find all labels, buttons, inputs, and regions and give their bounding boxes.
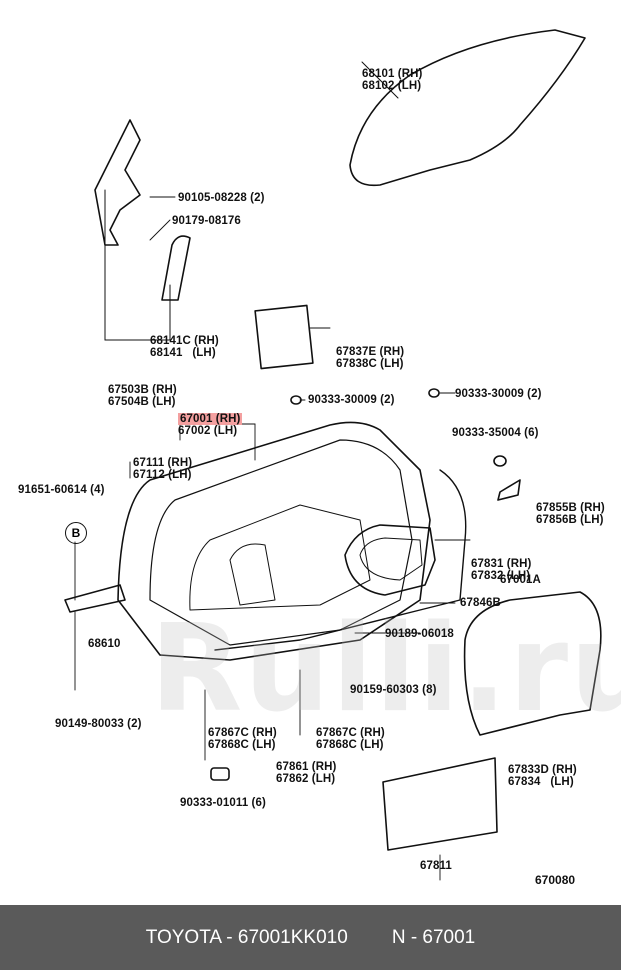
label-90333-d: 90333-01011 (6)	[180, 797, 266, 809]
inner-panel	[344, 524, 436, 596]
plug-b	[210, 767, 230, 781]
label-90333-a: 90333-30009 (2)	[308, 394, 395, 406]
door-trim-panel	[463, 591, 602, 736]
label-67831: 67831 (RH)67832 (LH)	[471, 558, 532, 582]
label-68141: 68141C (RH)68141 (LH)	[150, 335, 219, 359]
clip-b	[428, 388, 440, 398]
part-number: TOYOTA - 67001KK010	[145, 926, 348, 948]
parts-diagram: Rulli.ru 68101 (RH)68102 (LH) 90105-0822…	[18, 29, 621, 887]
label-67861: 67861 (RH)67862 (LH)	[276, 761, 337, 785]
weatherstrip-piece	[161, 235, 191, 301]
label-68101: 68101 (RH)68102 (LH)	[362, 68, 423, 92]
callout-b: B	[65, 522, 87, 544]
corner-frame	[94, 119, 141, 246]
label-90179: 90179-08176	[172, 215, 241, 227]
label-90333-b: 90333-30009 (2)	[455, 388, 542, 400]
watermark: Rulli.ru	[150, 600, 621, 739]
label-67001: 67001 (RH)67002 (LH)	[178, 413, 243, 437]
service-hole-cover	[254, 304, 314, 370]
label-90159: 90159-60303 (8)	[350, 684, 437, 696]
diagram-code: 670080	[535, 873, 576, 887]
footer-bar: TOYOTA - 67001KK010 N - 67001	[0, 905, 621, 970]
label-67503: 67503B (RH)67504B (LH)	[108, 384, 177, 408]
label-91651: 91651-60614 (4)	[18, 484, 105, 496]
reference-number: N - 67001	[391, 926, 476, 948]
clip-a	[290, 395, 302, 405]
label-90333-c: 90333-35004 (6)	[452, 427, 539, 439]
label-67837: 67837E (RH)67838C (LH)	[336, 346, 405, 370]
label-67867-a: 67867C (RH)67868C (LH)	[208, 727, 277, 751]
label-67811: 67811	[420, 860, 452, 872]
label-67867-b: 67867C (RH)67868C (LH)	[316, 727, 385, 751]
label-67846: 67846B	[460, 597, 501, 609]
label-90105: 90105-08228 (2)	[178, 192, 265, 204]
plug-a	[493, 455, 507, 467]
door-hinge	[64, 584, 126, 613]
label-67833: 67833D (RH)67834 (LH)	[508, 764, 577, 788]
diagram-drawing	[64, 29, 602, 881]
label-90189: 90189-06018	[385, 628, 454, 640]
cover-plate	[497, 479, 521, 501]
flat-sheet	[382, 757, 498, 851]
label-67111: 67111 (RH)67112 (LH)	[133, 457, 193, 481]
label-67855: 67855B (RH)67856B (LH)	[536, 502, 605, 526]
door-glass	[349, 29, 586, 187]
label-67001a: 67001A	[500, 574, 541, 586]
label-90149: 90149-80033 (2)	[55, 718, 142, 730]
door-shell	[117, 421, 431, 661]
highlighted-part: 67001 (RH)	[178, 413, 243, 425]
label-68610: 68610	[88, 638, 121, 650]
